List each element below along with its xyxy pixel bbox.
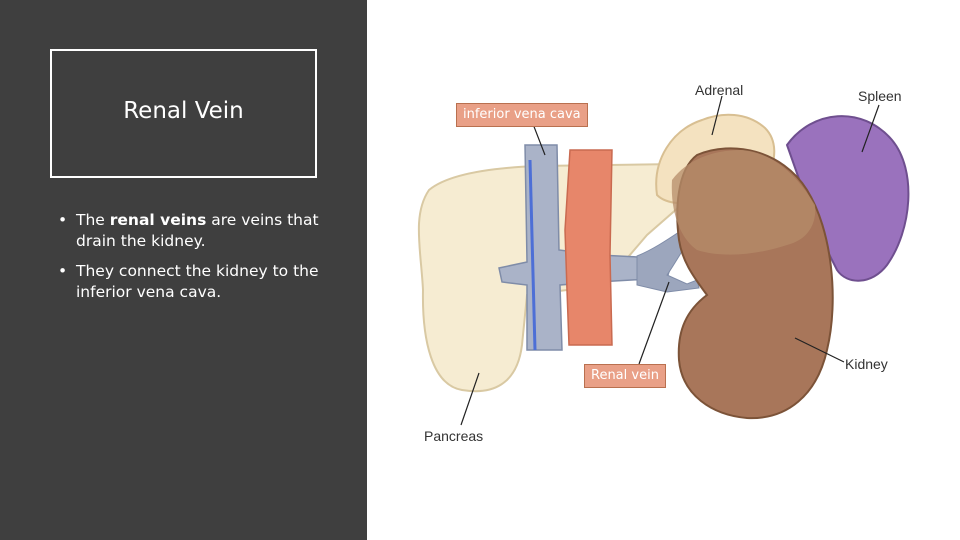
pancreas-label: Pancreas <box>424 428 483 444</box>
ivc-callout: inferior vena cava <box>456 103 588 127</box>
bullet-list: • The renal veins are veins that drain t… <box>56 210 346 312</box>
anatomy-diagram: inferior vena cava Renal vein Adrenal Sp… <box>367 0 960 540</box>
kidney-label: Kidney <box>845 356 888 372</box>
bullet-text-bold: renal veins <box>110 211 207 229</box>
bullet-dot: • <box>58 210 67 231</box>
bullet-text: They connect the kidney to the inferior … <box>76 262 319 301</box>
left-panel: Renal Vein • The renal veins are veins t… <box>0 0 367 540</box>
renal-vein-callout: Renal vein <box>584 364 666 388</box>
slide-title: Renal Vein <box>123 98 244 124</box>
bullet-dot: • <box>58 261 67 282</box>
renal-vein-leader-line <box>639 282 669 364</box>
aorta-shape <box>565 150 612 345</box>
bullet-item: • The renal veins are veins that drain t… <box>56 210 346 252</box>
bullet-text-lead: The <box>76 211 110 229</box>
title-box: Renal Vein <box>50 49 317 178</box>
adrenal-label: Adrenal <box>695 82 743 98</box>
spleen-label: Spleen <box>858 88 902 104</box>
bullet-item: • They connect the kidney to the inferio… <box>56 261 346 303</box>
anatomy-illustration <box>367 0 960 540</box>
